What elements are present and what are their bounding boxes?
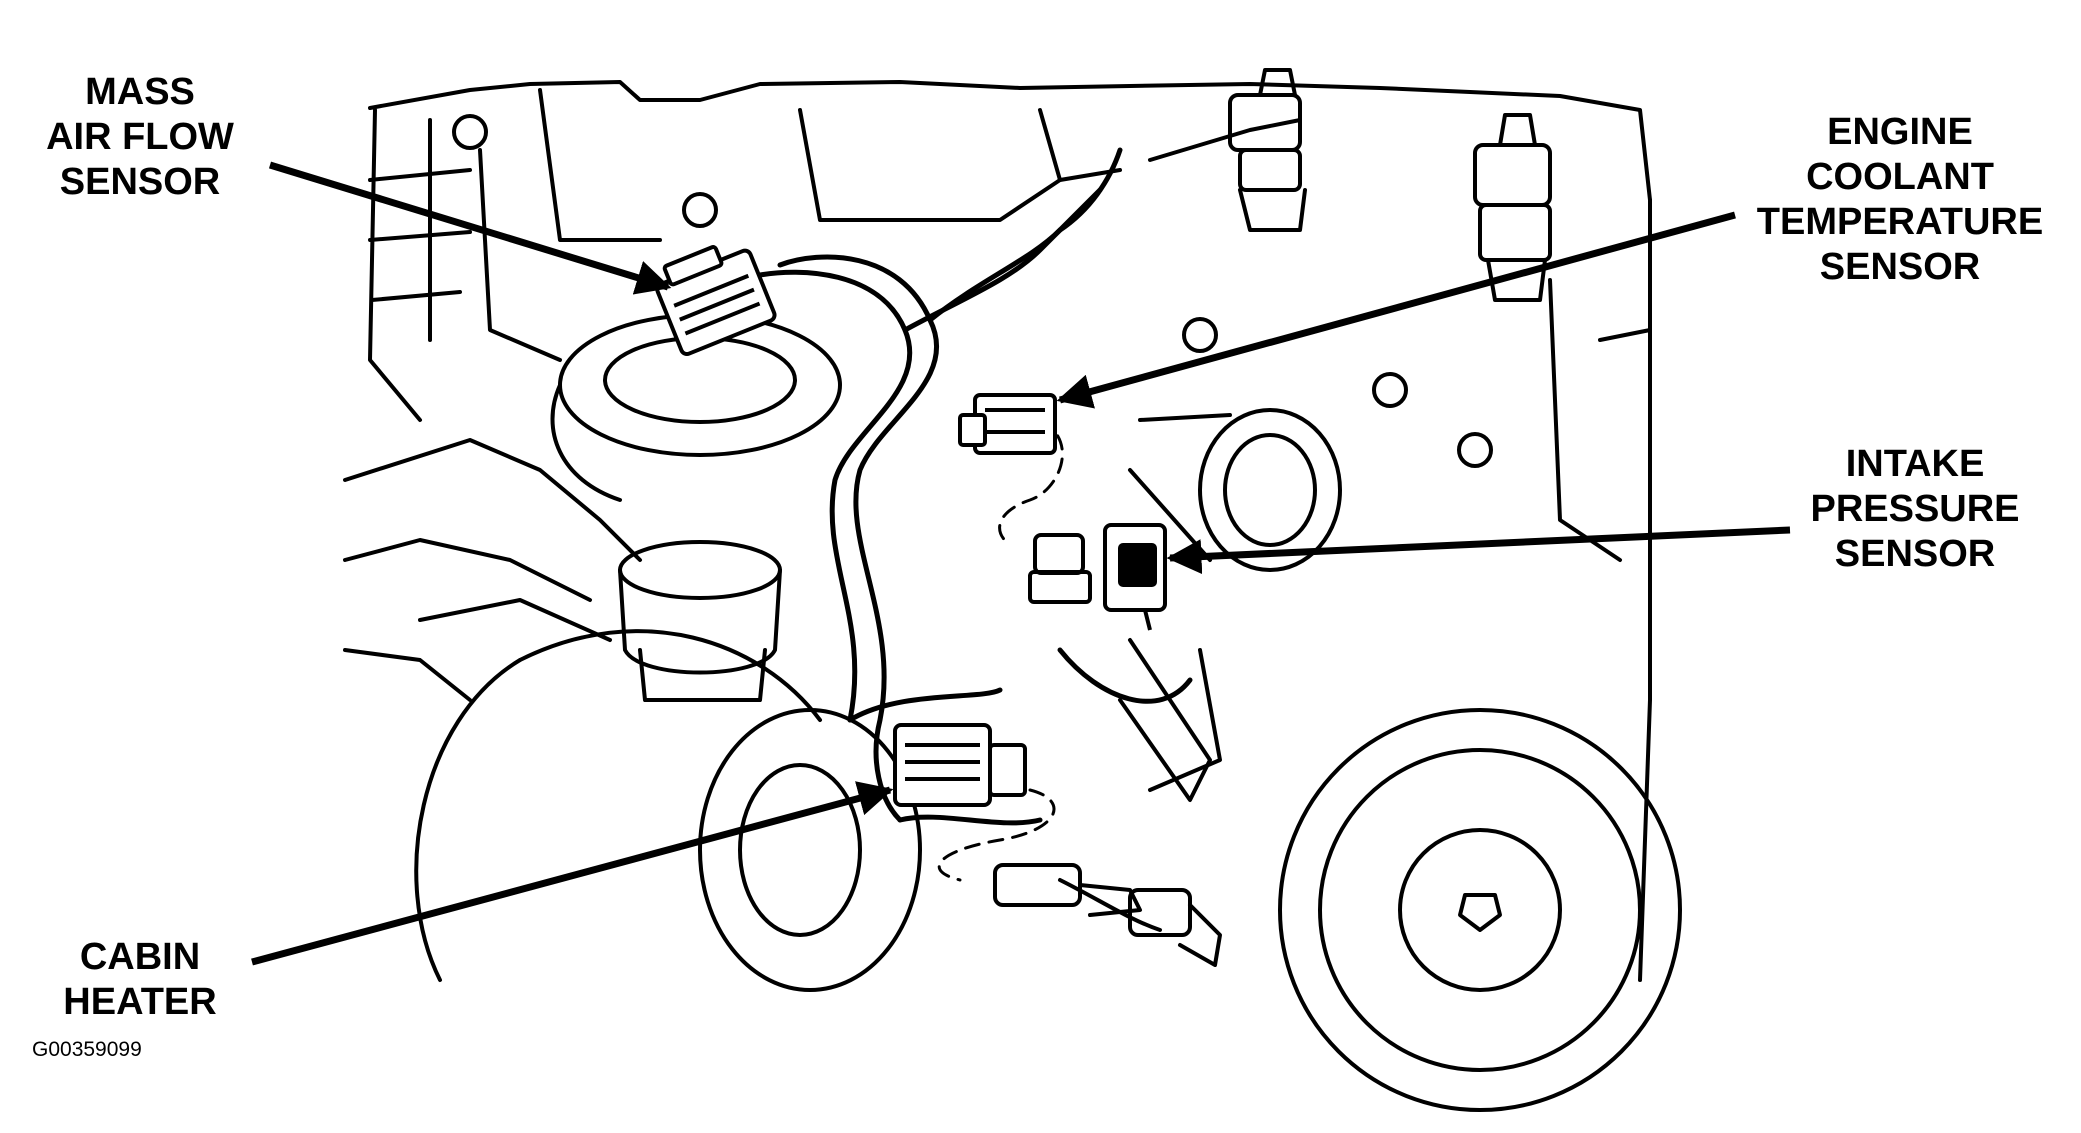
label-line: HEATER	[63, 981, 217, 1023]
label-line: CABIN	[79, 936, 201, 978]
label-intake-pressure-sensor: INTAKE PRESSURE SENSOR	[1795, 442, 2035, 577]
figure-id: G00359099	[32, 1038, 142, 1061]
coolant-temp-sensor-body	[1028, 533, 1092, 604]
label-line: ENGINE	[1827, 111, 1973, 153]
label-line: AIR FLOW	[46, 116, 234, 158]
top-bolts	[452, 114, 1493, 468]
thermostat-housing	[1128, 408, 1342, 792]
heater-sensor-body	[993, 863, 1222, 967]
engine-line-art	[343, 68, 1682, 1112]
connector-intake-pressure	[1103, 523, 1167, 631]
fuel-injectors	[1228, 68, 1552, 302]
arrow-cabin-heater	[251, 781, 894, 966]
valve-cover	[368, 80, 1652, 202]
label-line: SENSOR	[1819, 246, 1981, 288]
sensor-pigtails	[937, 418, 1064, 882]
label-mass-air-flow-sensor: MASS AIR FLOW SENSOR	[40, 70, 240, 205]
label-engine-coolant-temperature-sensor: ENGINE COOLANT TEMPERATURE SENSOR	[1735, 110, 2065, 290]
connector-ect	[958, 393, 1057, 455]
label-line: SENSOR	[1834, 533, 1996, 575]
right-pulley	[1278, 708, 1682, 1112]
arrow-maf	[268, 161, 672, 295]
label-line: MASS	[85, 71, 195, 113]
label-line: INTAKE	[1845, 443, 1985, 485]
label-line: TEMPERATURE	[1756, 201, 2044, 243]
wiring-harness	[757, 147, 1193, 826]
connector-maf	[655, 245, 777, 357]
arrow-intake-pressure	[1166, 526, 1791, 575]
label-line: COOLANT	[1806, 156, 1994, 198]
label-line: SENSOR	[59, 161, 221, 203]
label-line: PRESSURE	[1810, 488, 2020, 530]
connector-cabin-heater	[893, 723, 1027, 807]
label-cabin-heater: CABIN HEATER	[50, 935, 230, 1025]
left-pulley	[414, 629, 922, 992]
leader-arrows	[251, 161, 1791, 966]
arrow-ect	[1056, 211, 1736, 409]
oil-filler	[618, 540, 782, 702]
